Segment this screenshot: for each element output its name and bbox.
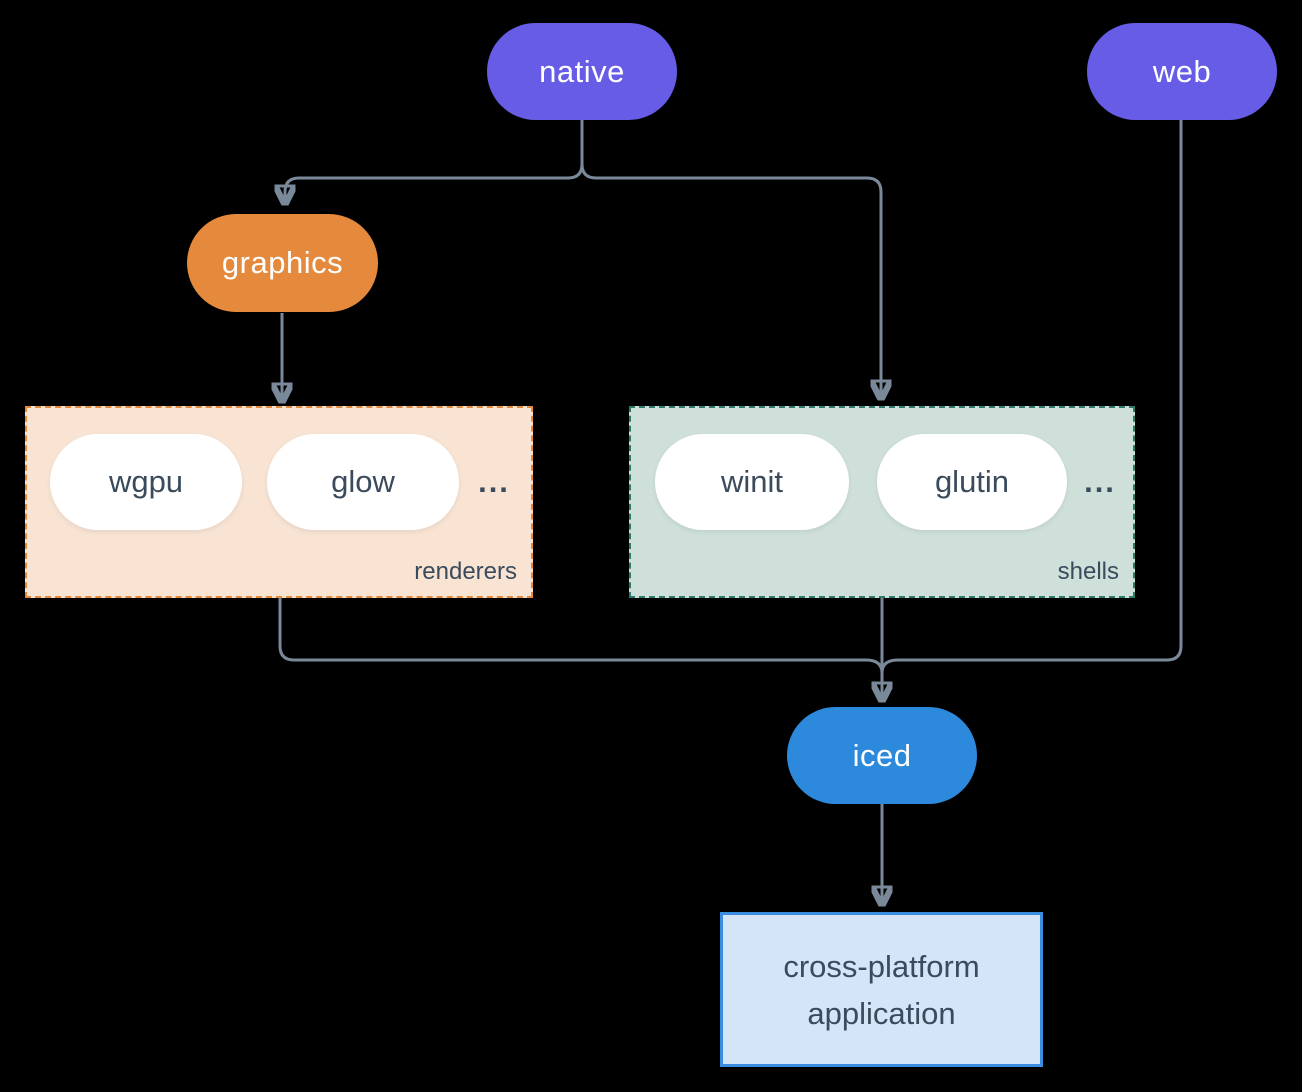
node-wgpu-label: wgpu	[108, 464, 184, 499]
node-web-label: web	[1152, 53, 1212, 89]
node-glutin: glutin	[877, 434, 1067, 530]
node-winit: winit	[655, 434, 849, 530]
group-shells-label: shells	[1057, 558, 1119, 585]
edge-native-shells	[580, 163, 881, 394]
group-shells: winit glutin ... shells	[629, 406, 1135, 598]
node-native: native	[487, 23, 677, 120]
group-renderers: wgpu glow ... renderers	[25, 406, 533, 598]
node-glutin-label: glutin	[934, 464, 1010, 499]
node-cross-platform-application: cross-platform application	[720, 912, 1043, 1067]
renderers-ellipsis: ...	[478, 464, 510, 499]
node-app-label: cross-platform application	[783, 948, 980, 1031]
node-native-label: native	[539, 53, 625, 89]
node-graphics: graphics	[187, 214, 378, 312]
node-web: web	[1087, 23, 1277, 120]
node-iced: iced	[787, 707, 977, 804]
node-graphics-label: graphics	[221, 245, 344, 280]
node-wgpu: wgpu	[50, 434, 242, 530]
shells-ellipsis: ...	[1084, 464, 1116, 499]
node-iced-label: iced	[852, 737, 912, 773]
edge-renderers-merge	[278, 598, 884, 674]
node-glow-label: glow	[331, 464, 395, 499]
node-glow: glow	[267, 434, 459, 530]
group-renderers-label: renderers	[414, 558, 517, 585]
edge-native-graphics	[285, 163, 584, 199]
node-winit-label: winit	[720, 464, 783, 499]
